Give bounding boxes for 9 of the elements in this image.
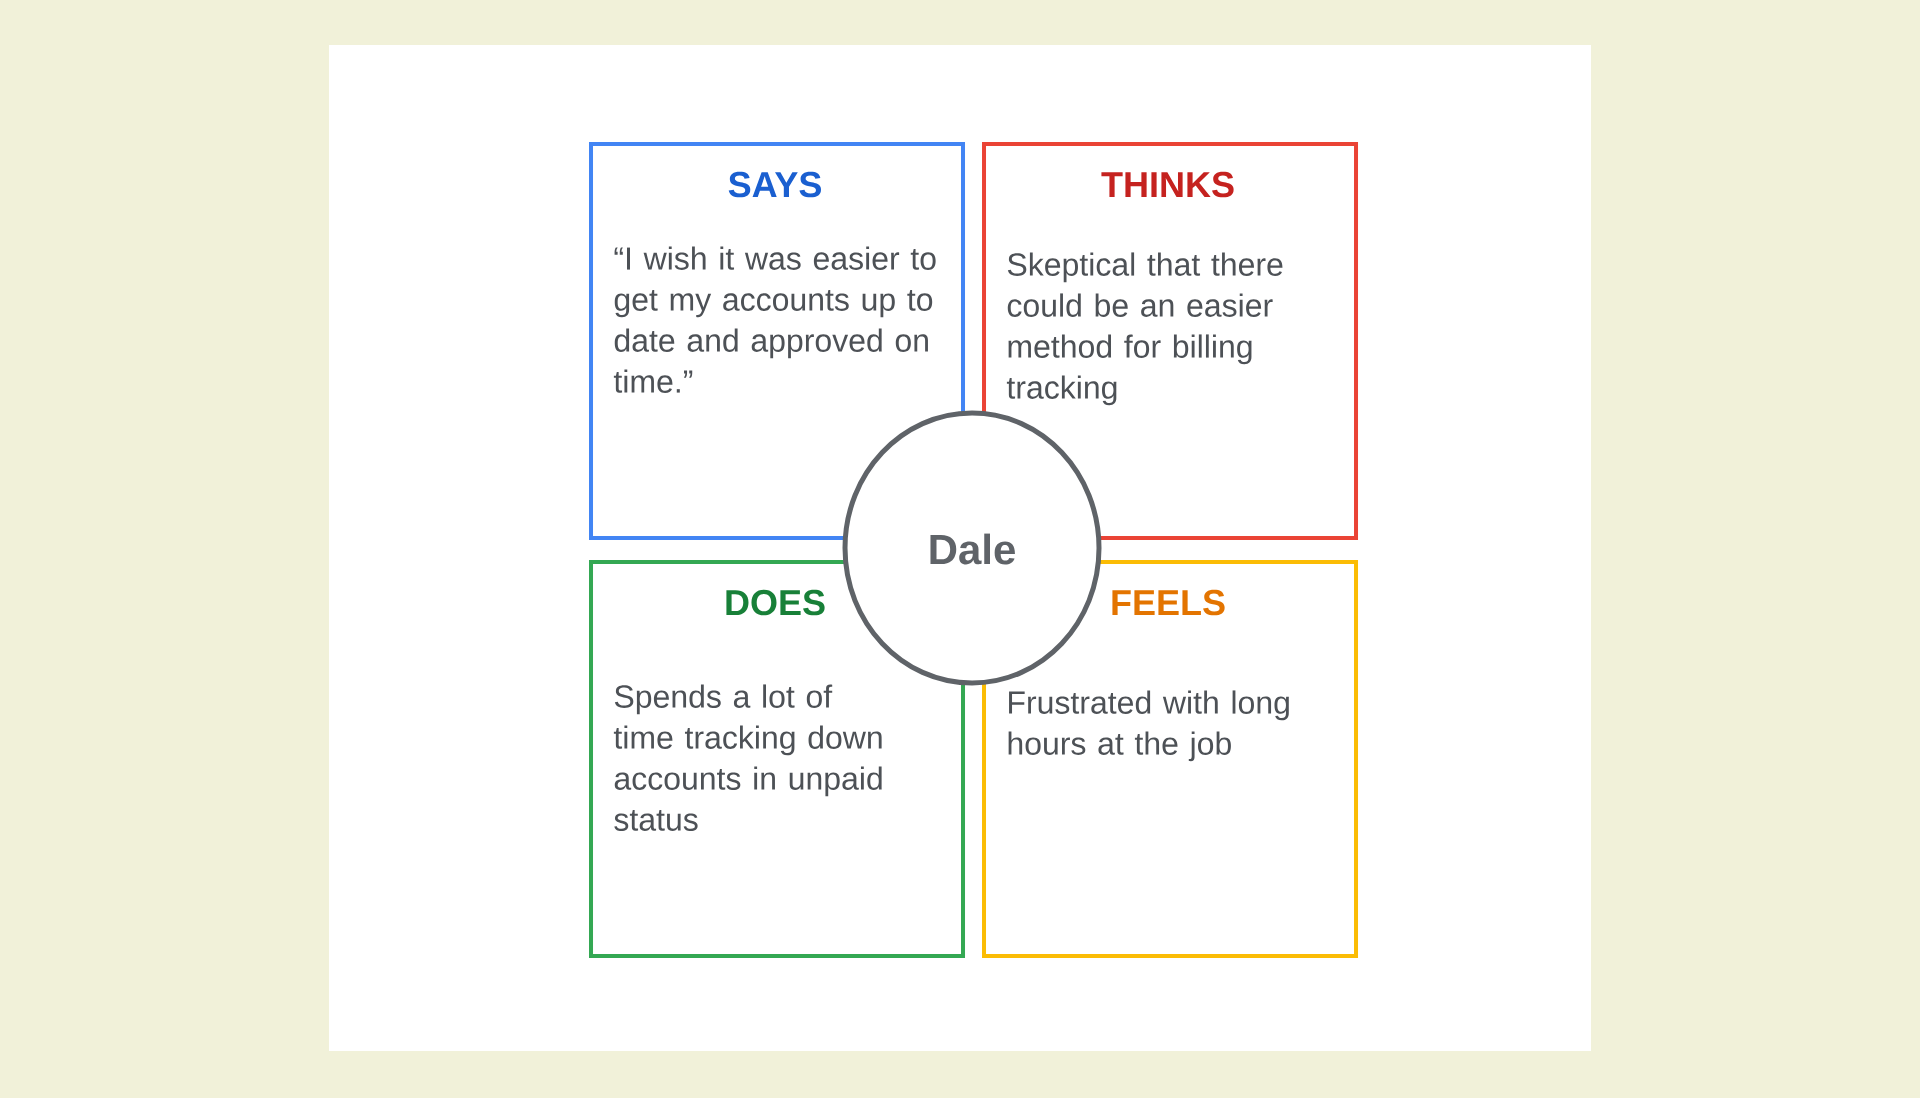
box-heading: SAYS: [728, 171, 821, 198]
box-text: Spends a lot of time tracking down accounts in unpaid status: [613, 684, 882, 831]
box-heading: FEELS: [1112, 589, 1225, 616]
box-text: Frustrated with long hours at the job: [1008, 690, 1289, 762]
box-text: “I wish it was easier to get my accounts up to date and approved on time.”: [613, 246, 936, 393]
person-name: Dale: [930, 533, 1015, 565]
box-text: Skeptical that there could be an easier method for billing tracking: [1006, 252, 1283, 406]
box-heading: DOES: [726, 589, 825, 616]
box-heading: THINKS: [1101, 171, 1234, 198]
